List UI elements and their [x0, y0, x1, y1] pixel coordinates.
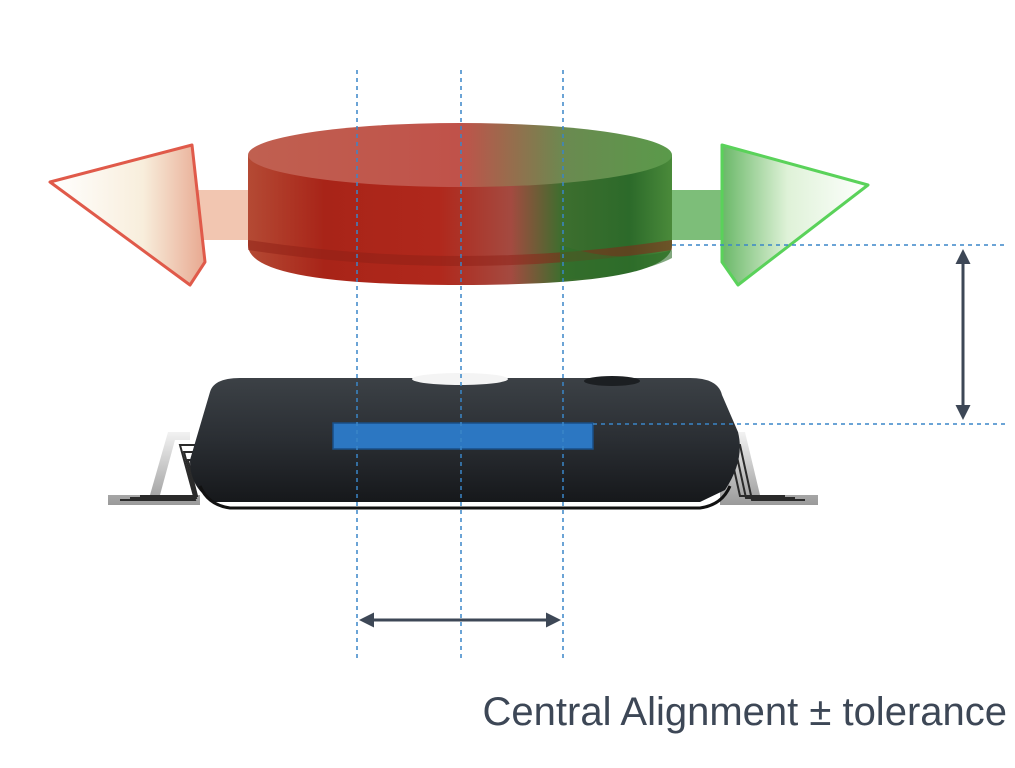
right-arrow-icon: [655, 143, 870, 287]
hall-sensor-bar-icon: [332, 422, 594, 450]
left-pins: [108, 432, 200, 505]
horizontal-guide-lines: [593, 244, 1008, 425]
disc-magnet-icon: [248, 123, 672, 285]
caption-text: Central Alignment ± tolerance: [482, 690, 1007, 734]
left-arrow-icon: [48, 143, 260, 287]
vertical-guide-lines: [356, 70, 564, 660]
